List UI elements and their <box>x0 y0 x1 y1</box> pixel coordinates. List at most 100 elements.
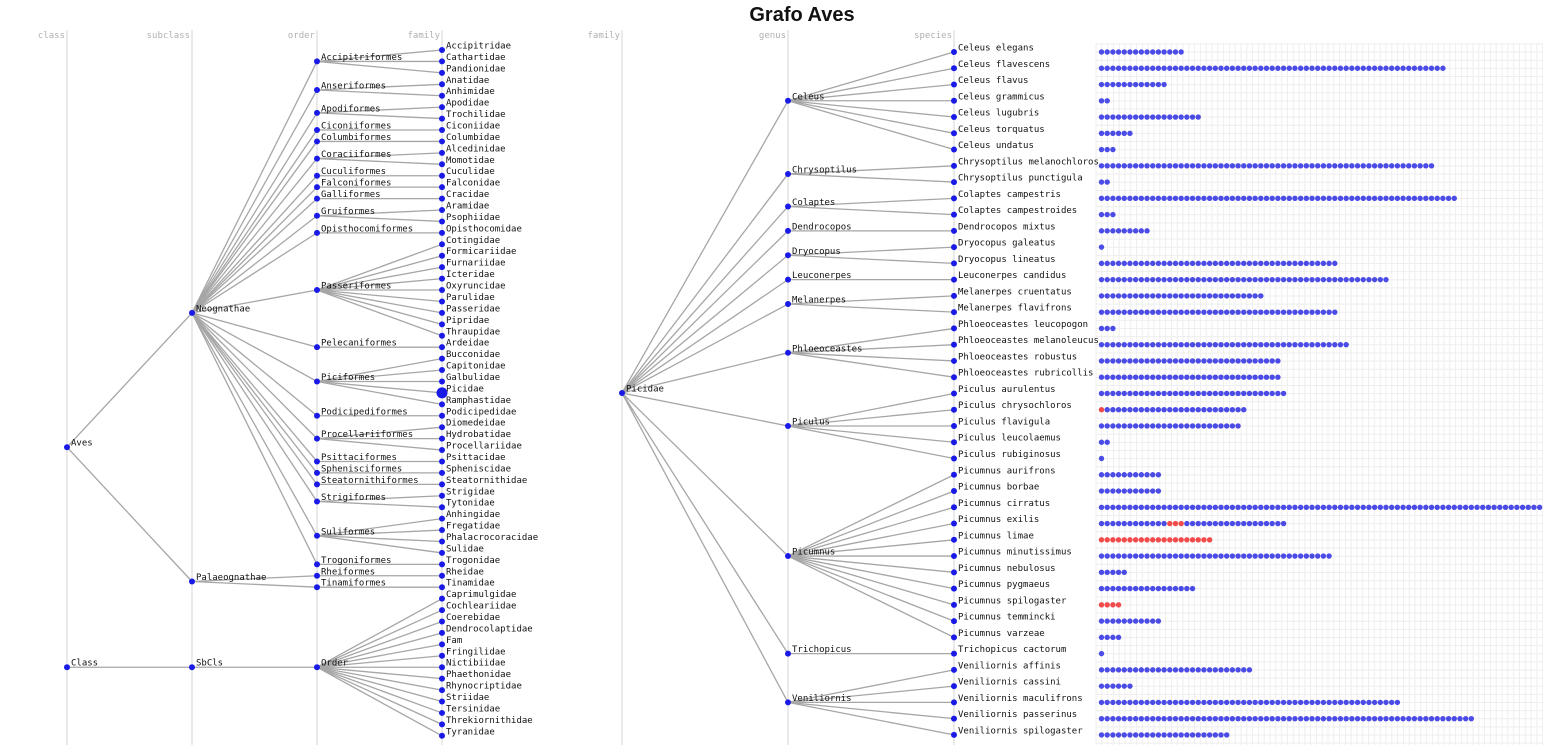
subclass-sbcls-node[interactable] <box>189 664 195 671</box>
genus-picumnus-node[interactable] <box>785 553 791 560</box>
species-celeus-flavus-node[interactable] <box>951 81 957 88</box>
family-ardeidae-node[interactable] <box>439 344 445 351</box>
class-aves-node[interactable] <box>64 444 70 451</box>
genus-dryocopus-node[interactable] <box>785 252 791 259</box>
family-tytonidae-node[interactable] <box>439 504 445 511</box>
family-root-picidae-node[interactable] <box>619 390 625 396</box>
family-falconidae-node[interactable] <box>439 184 445 191</box>
family-tersinidae-node[interactable] <box>439 709 445 716</box>
species-veniliornis-affinis-node[interactable] <box>951 666 957 673</box>
species-colaptes-campestroides-node[interactable] <box>951 211 957 218</box>
family-psittacidae-node[interactable] <box>439 458 445 465</box>
family-nictibiidae-node[interactable] <box>439 664 445 671</box>
species-phloeoceastes-melanoleucus-node[interactable] <box>951 341 957 348</box>
family-tinamidae-node[interactable] <box>439 584 445 591</box>
order-coraciiformes-node[interactable] <box>314 155 320 162</box>
order-passeriformes-node[interactable] <box>314 287 320 294</box>
family-threkiornithidae-node[interactable] <box>439 721 445 728</box>
species-celeus-grammicus-node[interactable] <box>951 97 957 104</box>
family-parulidae-node[interactable] <box>439 298 445 305</box>
family-fregatidae-node[interactable] <box>439 527 445 534</box>
family-apodidae-node[interactable] <box>439 104 445 111</box>
family-caprimulgidae-node[interactable] <box>439 595 445 602</box>
family-cracidae-node[interactable] <box>439 195 445 202</box>
species-colaptes-campestris-node[interactable] <box>951 195 957 202</box>
order-strigiformes-node[interactable] <box>314 498 320 505</box>
order-piciformes-node[interactable] <box>314 378 320 385</box>
species-phloeoceastes-robustus-node[interactable] <box>951 357 957 364</box>
family-pandionidae-node[interactable] <box>439 69 445 76</box>
species-picumnus-cirratus-node[interactable] <box>951 504 957 511</box>
order-psittaciformes-node[interactable] <box>314 458 320 465</box>
species-melanerpes-cruentatus-node[interactable] <box>951 292 957 299</box>
family-rheidae-node[interactable] <box>439 572 445 579</box>
species-picumnus-exilis-node[interactable] <box>951 520 957 527</box>
family-procellariidae-node[interactable] <box>439 447 445 454</box>
order-sphenisciformes-node[interactable] <box>314 469 320 476</box>
order-apodiformes-node[interactable] <box>314 109 320 116</box>
genus-colaptes-node[interactable] <box>785 203 791 210</box>
family-ramphastidae-node[interactable] <box>439 401 445 408</box>
order-trogoniformes-node[interactable] <box>314 561 320 568</box>
species-piculus-chrysochloros-node[interactable] <box>951 406 957 413</box>
species-veniliornis-cassini-node[interactable] <box>951 683 957 690</box>
family-columbidae-node[interactable] <box>439 138 445 145</box>
species-phloeoceastes-rubricollis-node[interactable] <box>951 374 957 381</box>
family-steatornithidae-node[interactable] <box>439 481 445 488</box>
family-accipitridae-node[interactable] <box>439 47 445 53</box>
family-cathartidae-node[interactable] <box>439 58 445 65</box>
species-veniliornis-spilogaster-node[interactable] <box>951 731 957 738</box>
species-celeus-flavescens-node[interactable] <box>951 65 957 72</box>
family-cotingidae-node[interactable] <box>439 241 445 248</box>
species-celeus-undatus-node[interactable] <box>951 146 957 153</box>
family-aramidae-node[interactable] <box>439 207 445 214</box>
family-passeridae-node[interactable] <box>439 309 445 316</box>
family-alcedinidae-node[interactable] <box>439 149 445 156</box>
species-celeus-elegans-node[interactable] <box>951 49 957 55</box>
order-gruiformes-node[interactable] <box>314 212 320 219</box>
family-anhimidae-node[interactable] <box>439 92 445 99</box>
order-steatornithiformes-node[interactable] <box>314 481 320 488</box>
order-cuculiformes-node[interactable] <box>314 172 320 179</box>
family-coerebidae-node[interactable] <box>439 618 445 625</box>
order-suliformes-node[interactable] <box>314 532 320 539</box>
family-psophiidae-node[interactable] <box>439 218 445 225</box>
species-leuconerpes-candidus-node[interactable] <box>951 276 957 283</box>
family-sulidae-node[interactable] <box>439 549 445 556</box>
species-dryocopus-galeatus-node[interactable] <box>951 244 957 251</box>
family-trogonidae-node[interactable] <box>439 561 445 568</box>
order-accipitriformes-node[interactable] <box>314 58 320 65</box>
species-picumnus-temmincki-node[interactable] <box>951 618 957 625</box>
family-bucconidae-node[interactable] <box>439 355 445 362</box>
family-anatidae-node[interactable] <box>439 81 445 88</box>
species-picumnus-spilogaster-node[interactable] <box>951 601 957 608</box>
species-veniliornis-passerinus-node[interactable] <box>951 715 957 722</box>
family-icteridae-node[interactable] <box>439 275 445 282</box>
order-galliformes-node[interactable] <box>314 195 320 202</box>
family-oxyruncidae-node[interactable] <box>439 287 445 294</box>
family-striidae-node[interactable] <box>439 698 445 705</box>
species-picumnus-minutissimus-node[interactable] <box>951 553 957 560</box>
genus-trichopicus-node[interactable] <box>785 650 791 657</box>
family-phaethonidae-node[interactable] <box>439 675 445 682</box>
genus-dendrocopos-node[interactable] <box>785 227 791 234</box>
species-picumnus-nebulosus-node[interactable] <box>951 569 957 576</box>
species-piculus-flavigula-node[interactable] <box>951 422 957 429</box>
tree-nodes[interactable]: AccipitridaeCathartidaePandionidaeAccipi… <box>64 42 1099 739</box>
family-formicariidae-node[interactable] <box>439 252 445 259</box>
family-anhingidae-node[interactable] <box>439 515 445 522</box>
family-strigidae-node[interactable] <box>439 492 445 499</box>
family-picidae-node[interactable] <box>436 387 448 399</box>
family-pipridae-node[interactable] <box>439 321 445 328</box>
order-columbiformes-node[interactable] <box>314 138 320 145</box>
species-picumnus-borbae-node[interactable] <box>951 488 957 495</box>
class-class-node[interactable] <box>64 664 70 671</box>
species-picumnus-aurifrons-node[interactable] <box>951 471 957 478</box>
subclass-neognathae-node[interactable] <box>189 309 195 316</box>
species-dryocopus-lineatus-node[interactable] <box>951 260 957 267</box>
family-opisthocomidae-node[interactable] <box>439 229 445 236</box>
species-piculus-rubiginosus-node[interactable] <box>951 455 957 462</box>
family-furnariidae-node[interactable] <box>439 264 445 271</box>
family-spheniscidae-node[interactable] <box>439 469 445 476</box>
species-phloeoceastes-leucopogon-node[interactable] <box>951 325 957 332</box>
